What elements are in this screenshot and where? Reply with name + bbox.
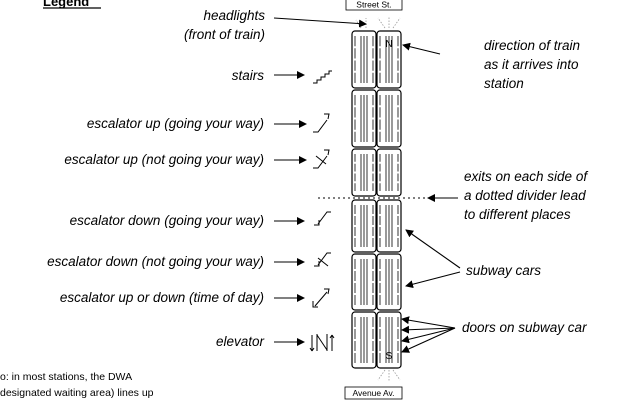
street-label-top: Street St. <box>345 0 403 11</box>
arrow-right-icon <box>273 17 367 28</box>
arrow-left-icon <box>405 271 461 289</box>
escalator-up-icon <box>313 113 330 133</box>
arrow-left-icon <box>401 325 456 334</box>
headlights-bottom-icon <box>377 369 401 382</box>
escalator-either-icon <box>312 288 330 308</box>
arrow-left-icon <box>402 42 441 55</box>
subway-car <box>376 253 402 311</box>
subway-car <box>376 199 402 253</box>
street-label-bottom: Avenue Av. <box>344 386 403 400</box>
escalator-down-icon <box>314 211 331 226</box>
label-stairs: stairs <box>232 68 265 83</box>
label-escalator-up-going: escalator up (going your way) <box>87 116 264 131</box>
escalator-down-crossed-icon <box>314 252 331 267</box>
label-exits-1: exits on each side of <box>464 169 588 184</box>
label-direction-2: as it arrives into <box>484 57 579 72</box>
subway-car <box>351 148 377 197</box>
arrow-left-icon <box>401 327 456 344</box>
subway-car <box>376 89 402 148</box>
svg-text:Avenue Av.: Avenue Av. <box>352 388 394 398</box>
headlights-top-icon <box>355 16 401 29</box>
label-exits-3: to different places <box>464 207 571 222</box>
subway-car <box>376 311 402 369</box>
legend-heading: Legend <box>43 0 89 9</box>
subway-car <box>351 199 377 253</box>
subway-car <box>376 30 402 89</box>
label-direction-1: direction of train <box>484 38 580 53</box>
left-train <box>351 30 377 369</box>
front-marker: N <box>385 39 392 50</box>
label-headlights-1: headlights <box>203 8 265 23</box>
right-train <box>376 30 402 369</box>
subway-car <box>351 311 377 369</box>
label-escalator-time-of-day: escalator up or down (time of day) <box>60 290 264 305</box>
subway-car <box>376 148 402 197</box>
arrow-left-icon <box>401 327 456 353</box>
label-subway-cars: subway cars <box>466 263 541 278</box>
note-line-2: designated waiting area) lines up <box>0 387 154 399</box>
subway-car <box>351 253 377 311</box>
label-exits-2: a dotted divider lead <box>464 188 586 203</box>
label-doors: doors on subway car <box>462 320 587 335</box>
label-headlights-2: (front of train) <box>184 27 265 42</box>
label-escalator-up-not-going: escalator up (not going your way) <box>64 152 264 167</box>
elevator-icon <box>309 334 335 352</box>
label-elevator: elevator <box>216 334 265 349</box>
rear-marker: S <box>386 351 393 362</box>
label-escalator-down-not-going: escalator down (not going your way) <box>47 254 264 269</box>
label-escalator-down-going: escalator down (going your way) <box>70 213 264 228</box>
subway-car <box>351 89 377 148</box>
arrow-left-icon <box>405 229 461 269</box>
subway-car <box>351 30 377 89</box>
label-direction-3: station <box>484 76 524 91</box>
arrow-left-icon <box>401 316 456 329</box>
svg-text:Street St.: Street St. <box>356 0 391 10</box>
note-line-1: o: in most stations, the DWA <box>0 371 132 383</box>
stairs-icon <box>313 70 332 84</box>
escalator-up-crossed-icon <box>313 149 330 169</box>
